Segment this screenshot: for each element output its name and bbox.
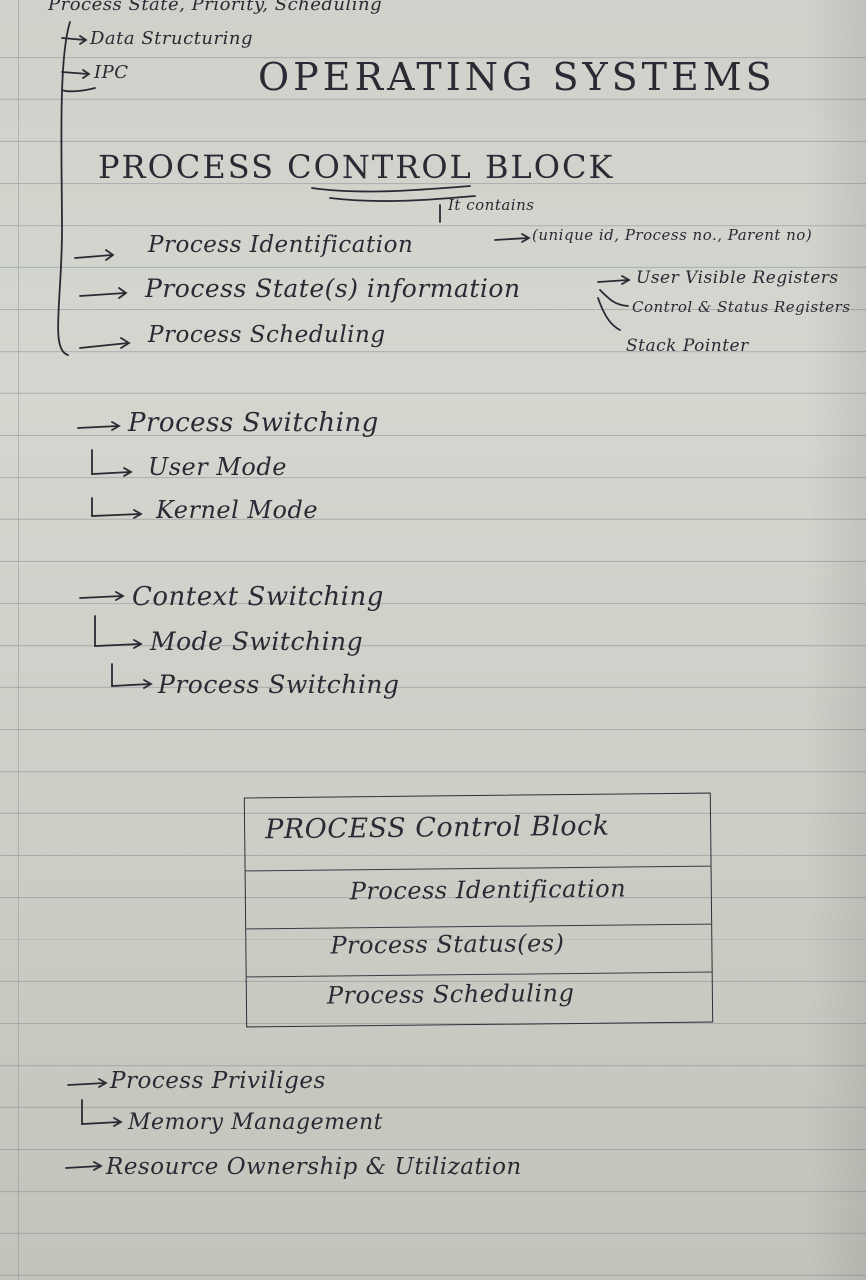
bottom-item-memory: Memory Management <box>128 1110 384 1135</box>
pcb-table-header: PROCESS Control Block <box>264 810 610 846</box>
pcb-table-divider <box>246 923 712 930</box>
context-switching-heading: Context Switching <box>132 582 384 612</box>
bottom-item-priviliges: Process Priviliges <box>110 1068 326 1094</box>
page-title: OPERATING SYSTEMS <box>258 55 776 99</box>
pcb-item-identification: Process Identification <box>148 232 414 258</box>
pcb-table-row-scheduling: Process Scheduling <box>326 979 575 1010</box>
mode-switching-item: Mode Switching <box>150 627 364 656</box>
page-shadow <box>806 0 866 1280</box>
bottom-item-resource: Resource Ownership & Utilization <box>106 1154 522 1180</box>
state-detail-control-status: Control & Status Registers <box>632 298 851 316</box>
process-switching-heading: Process Switching <box>128 408 379 438</box>
top-note-data-structuring: Data Structuring <box>90 28 253 49</box>
pcb-item-scheduling: Process Scheduling <box>148 322 386 348</box>
pcb-table-row-status: Process Status(es) <box>330 929 565 960</box>
pcb-table: PROCESS Control Block Process Identifica… <box>243 792 714 1028</box>
state-detail-user-registers: User Visible Registers <box>636 268 839 288</box>
process-switching-item: Process Switching <box>158 670 400 699</box>
state-detail-stack-pointer: Stack Pointer <box>626 336 749 356</box>
identification-detail: (unique id, Process no., Parent no) <box>532 226 813 244</box>
pcb-table-divider <box>246 971 712 978</box>
top-note-process-state: Process State, Priority, Scheduling <box>48 0 383 15</box>
pcb-table-row-identification: Process Identification <box>349 874 627 906</box>
pcb-table-divider <box>245 865 711 872</box>
margin-line <box>18 0 19 1280</box>
contains-note: It contains <box>448 196 535 214</box>
top-note-ipc: IPC <box>94 62 129 83</box>
kernel-mode-item: Kernel Mode <box>156 496 319 524</box>
section-heading-pcb: PROCESS CONTROL BLOCK <box>98 148 615 186</box>
pcb-item-state-info: Process State(s) information <box>145 274 521 303</box>
user-mode-item: User Mode <box>148 453 287 481</box>
